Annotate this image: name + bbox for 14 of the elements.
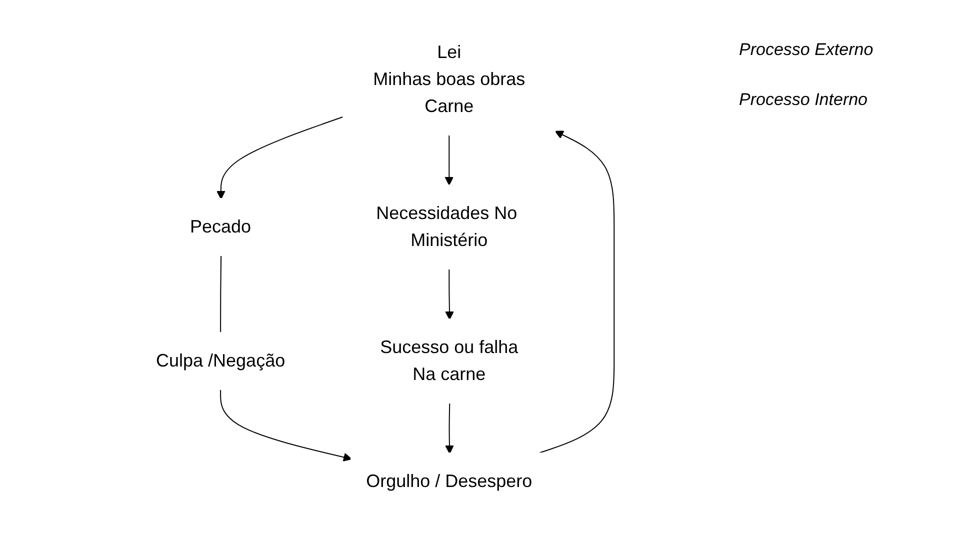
note-label: Processo Externo (739, 40, 874, 60)
arrow (445, 402, 454, 454)
arrow (444, 134, 454, 185)
node-text: Pecado (190, 216, 252, 236)
connector (220, 255, 222, 332)
arrow (216, 116, 344, 199)
node-text: Sucesso ou falha Na carne (380, 336, 518, 384)
node-text: Lei Minhas boas obras Carne (373, 42, 526, 116)
node-text: Culpa /Negação (156, 350, 286, 370)
node-text: Necessidades No Ministério (376, 202, 518, 250)
note-label: Processo Interno (739, 90, 868, 110)
node-text: Orgulho / Desespero (366, 470, 532, 490)
arrow (445, 268, 454, 320)
arrow (220, 388, 352, 461)
